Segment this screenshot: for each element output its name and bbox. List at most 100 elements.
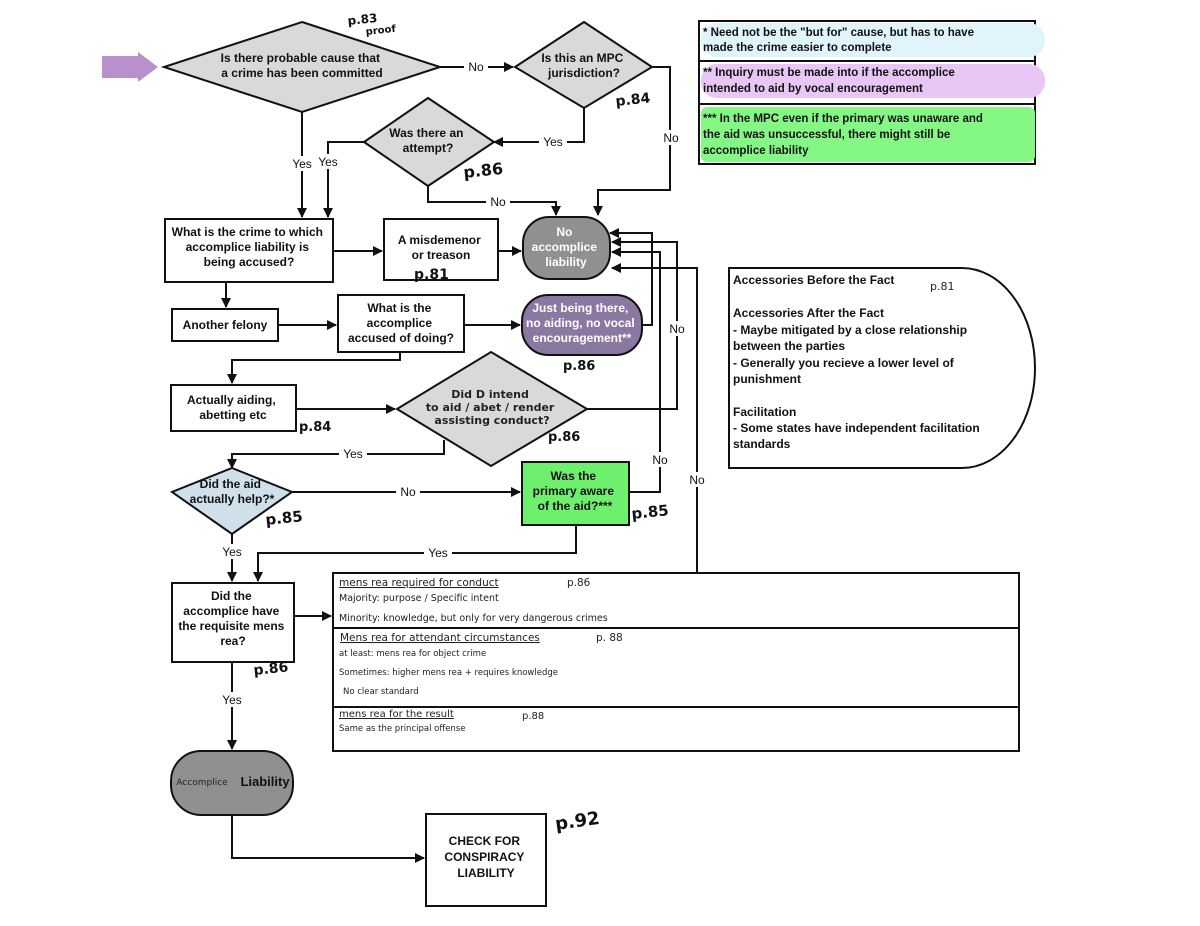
svg-text:proof: proof	[365, 24, 397, 38]
mens-rea-circumstances-section: Mens rea for attendant circumstances p. …	[339, 632, 623, 697]
svg-text:at least: mens rea for object: at least: mens rea for object crime Some…	[339, 649, 561, 697]
svg-text:Was the primary aware: Was the primary aware of the aid?***	[533, 469, 618, 513]
svg-text:Yes: Yes	[222, 693, 242, 707]
svg-text:No: No	[400, 485, 416, 499]
svg-text:Actually aiding, abettin: Actually aiding, abetting etc	[187, 393, 279, 422]
edge-label-yes: Yes	[424, 545, 452, 560]
svg-text:Another felony: Another felony	[183, 318, 268, 332]
edge-label-no: No	[396, 484, 420, 499]
terminal-accomplice-liability: Accomplice Liability	[170, 750, 294, 816]
svg-text:What is the accomplice: What is the accomplice accused of doing?	[348, 301, 454, 345]
svg-text:p.86: p.86	[253, 659, 289, 679]
box-misdemeanor: A misdemenor or treason	[383, 218, 499, 281]
svg-text:Yes: Yes	[318, 155, 338, 169]
svg-text:Just being there, no aid: Just being there, no aiding, no vocal en…	[526, 301, 638, 345]
start-arrow-icon	[102, 52, 158, 82]
box-primary-aware: Was the primary aware of the aid?***	[521, 461, 630, 526]
box-accused-doing: What is the accomplice accused of doing?	[337, 294, 465, 353]
svg-text:p.84: p.84	[615, 90, 652, 110]
svg-text:Accessories After the Fact: Accessories After the Fact	[733, 306, 884, 320]
edge-label-no: No	[464, 59, 488, 74]
mens-rea-result-section: mens rea for the result p.88 Same as the…	[339, 709, 544, 734]
svg-text:Is this an MPC jurisdict: Is this an MPC jurisdiction?	[541, 51, 626, 80]
edge-label-yes: Yes	[218, 544, 246, 559]
svg-text:Was there an attempt?: Was there an attempt?	[389, 126, 467, 155]
edge-primary-to-noliability	[611, 247, 661, 493]
box-mens-rea-question: Did the accomplice have the requisite me…	[171, 582, 295, 663]
decision-mpc-jurisdiction: Is this an MPC jurisdiction?	[513, 20, 654, 110]
box-crime-accused: What is the crime to which accomplice li…	[164, 218, 334, 283]
svg-text:p.83: p.83	[347, 11, 378, 28]
edge-label-yes: Yes	[315, 154, 343, 169]
svg-text:- Maybe mitigated by a close r: - Maybe mitigated by a close relationshi…	[733, 323, 970, 386]
svg-text:Mens rea for attendant circums: Mens rea for attendant circumstances	[340, 632, 540, 644]
mens-rea-table: mens rea required for conduct p.86 Major…	[332, 572, 1020, 752]
note-mpc-primary-unaware: *** In the MPC even if the primary was u…	[701, 107, 1035, 162]
svg-text:p.86: p.86	[563, 359, 595, 374]
box-another-felony: Another felony	[171, 308, 279, 342]
svg-text:mens rea required for conduct: mens rea required for conduct	[339, 577, 499, 589]
svg-text:Yes: Yes	[428, 546, 448, 560]
svg-text:No: No	[652, 453, 668, 467]
mens-rea-conduct-section: mens rea required for conduct p.86 Major…	[339, 577, 608, 624]
svg-text:p.85: p.85	[265, 507, 304, 529]
svg-text:p.84: p.84	[299, 420, 331, 435]
svg-text:What is the crime to which: What is the crime to which accomplice li…	[172, 225, 327, 269]
svg-text:p.86: p.86	[462, 159, 504, 182]
svg-text:Yes: Yes	[343, 447, 363, 461]
svg-text:No: No	[689, 473, 705, 487]
svg-text:p.81: p.81	[414, 267, 449, 283]
svg-text:Did D intend to aid / ab: Did D intend to aid / abet / render assi…	[426, 388, 558, 427]
svg-text:Majority: purpose / Specific i: Majority: purpose / Specific intent Mino…	[339, 593, 608, 624]
edge-label-no: No	[685, 472, 709, 487]
edge-label-no: No	[665, 321, 689, 336]
edge-primary-to-mensrea	[253, 525, 577, 582]
edge-mpc-to-noliability	[593, 66, 671, 216]
svg-text:Did the accomplice have: Did the accomplice have the requisite me…	[178, 589, 287, 648]
svg-text:Liability: Liability	[240, 774, 290, 789]
box-check-conspiracy: CHECK FOR CONSPIRACY LIABILITY	[425, 813, 547, 907]
svg-text:No: No	[669, 322, 685, 336]
svg-text:No: No	[663, 131, 679, 145]
svg-text:No: No	[468, 60, 484, 74]
svg-text:p.92: p.92	[554, 808, 601, 835]
edge-attempt-to-crime	[323, 141, 364, 218]
svg-text:Yes: Yes	[222, 545, 242, 559]
edge-label-yes: Yes	[539, 134, 567, 149]
edge-label-yes: Yes	[218, 692, 246, 707]
edge-justthere-to-noliability	[609, 228, 653, 326]
svg-text:- Some states have independent: - Some states have independent facilitat…	[733, 421, 983, 451]
svg-text:CHECK FOR CONSPIRACY: CHECK FOR CONSPIRACY LIABILITY	[444, 834, 527, 880]
svg-text:Accomplice: Accomplice	[176, 778, 228, 788]
edge-doing-to-aiding	[227, 352, 401, 384]
note-vocal-encouragement: ** Inquiry must be made into if the acco…	[701, 64, 1045, 98]
svg-text:p.86: p.86	[548, 430, 580, 445]
svg-text:*** In the MPC even if the pri: *** In the MPC even if the primary was u…	[703, 113, 986, 157]
svg-text:Did the aid actually hel: Did the aid actually help?*	[190, 477, 275, 506]
svg-text:Yes: Yes	[543, 135, 563, 149]
svg-text:Same as the principal offense: Same as the principal offense	[339, 724, 465, 734]
terminal-no-liability: No accomplice liability	[522, 216, 611, 280]
edge-table-to-noliability	[611, 263, 698, 572]
box-actually-aiding: Actually aiding, abetting etc	[170, 384, 297, 432]
edge-label-yes: Yes	[339, 446, 367, 461]
accessories-panel: Accessories Before the Fact Accessories …	[728, 267, 1036, 469]
svg-text:Is there probable cause that: Is there probable cause that a crime has…	[221, 51, 384, 80]
svg-text:A misdemenor or treason: A misdemenor or treason	[398, 233, 484, 262]
edge-label-no: No	[659, 130, 683, 145]
edge-label-no: No	[648, 452, 672, 467]
svg-text:p.88: p.88	[522, 711, 544, 722]
decision-probable-cause: Is there probable cause that a crime has…	[160, 20, 444, 114]
edge-label-yes: Yes	[289, 156, 317, 171]
edge-labels: No Yes No Yes Yes No No Yes No No No Yes…	[218, 59, 709, 707]
svg-text:Yes: Yes	[292, 157, 312, 171]
page-references: p.83 proof p.84 p.86 p.81 p.86 p.84 p.86…	[253, 11, 955, 835]
svg-text:mens rea for the result: mens rea for the result	[339, 709, 454, 720]
svg-text:No: No	[490, 195, 506, 209]
edges	[221, 62, 698, 863]
decision-intend: Did D intend to aid / abet / render assi…	[395, 350, 589, 468]
decision-aid-help: Did the aid actually help?*	[169, 466, 295, 536]
svg-text:p.81: p.81	[930, 280, 954, 293]
edge-label-no: No	[486, 194, 510, 209]
